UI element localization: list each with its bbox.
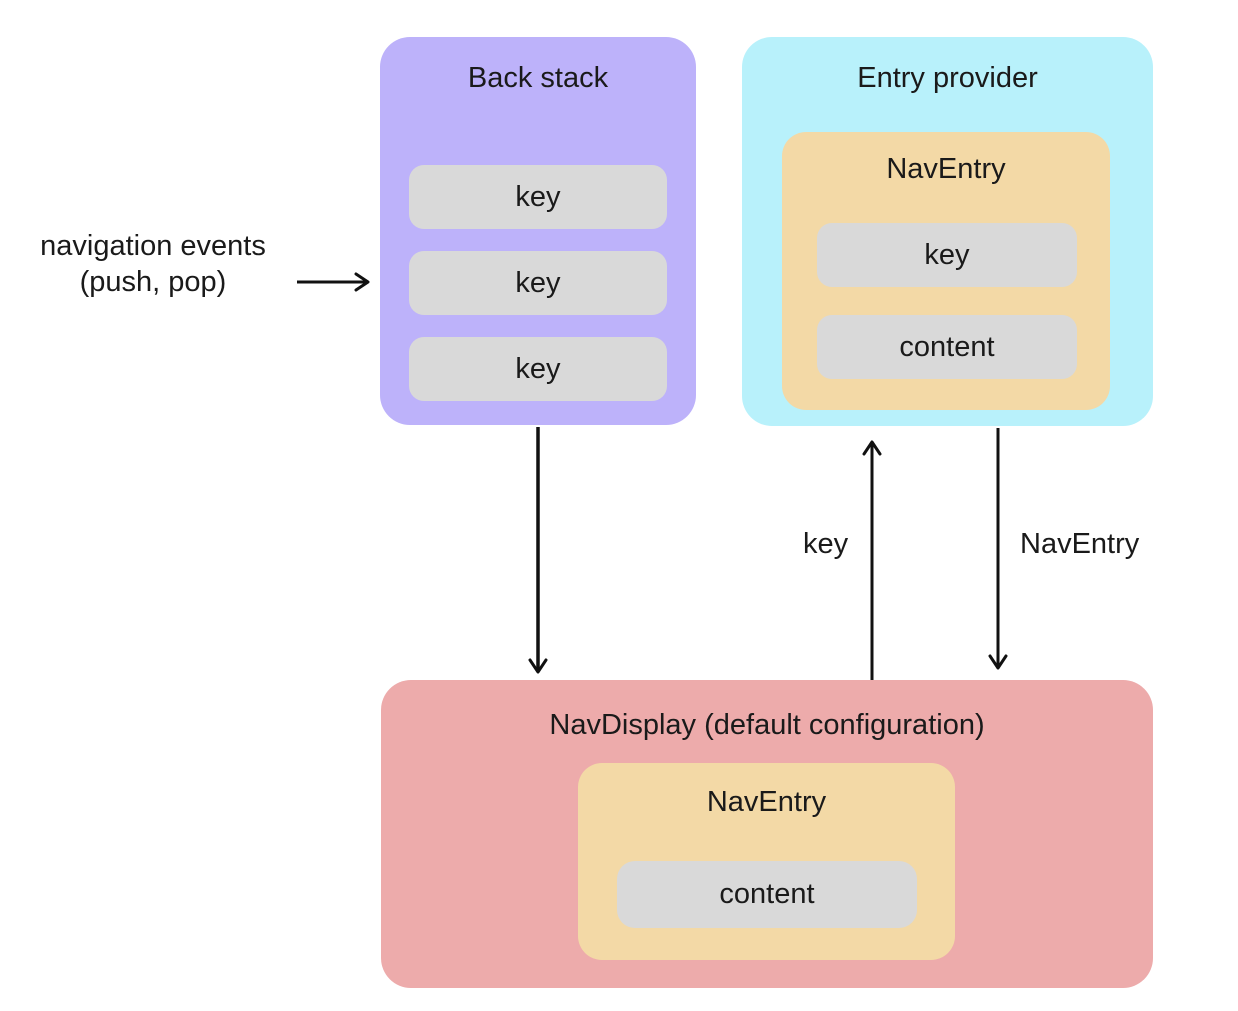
entry-provider-key-item: key — [817, 223, 1077, 287]
navdisplay-box: NavDisplay (default configuration) NavEn… — [381, 680, 1153, 988]
naventry-arrow-label: NavEntry — [1020, 528, 1140, 560]
entry-provider-naventry-box: NavEntry key content — [782, 132, 1110, 410]
back-stack-title: Back stack — [467, 62, 609, 94]
back-stack-key-item: key — [409, 165, 667, 229]
entry-provider-content-item: content — [817, 315, 1077, 379]
entry-provider-naventry-title: NavEntry — [886, 153, 1006, 185]
navigation-events-line2: (push, pop) — [79, 266, 227, 299]
navdisplay-content-item: content — [617, 861, 917, 928]
key-arrow-label: key — [803, 528, 849, 560]
navdisplay-title: NavDisplay (default configuration) — [549, 709, 985, 741]
back-stack-box: Back stack key key key — [380, 37, 696, 425]
back-stack-key-item: key — [409, 251, 667, 315]
entry-provider-box: Entry provider NavEntry key content — [742, 37, 1153, 426]
navigation-events-line1: navigation events — [40, 230, 266, 262]
navdisplay-naventry-box: NavEntry content — [578, 763, 955, 960]
navigation-events-annotation: navigation events (push, pop) — [0, 228, 306, 301]
back-stack-key-list: key key key — [409, 165, 667, 401]
navdisplay-naventry-title: NavEntry — [706, 786, 827, 818]
back-stack-key-item: key — [409, 337, 667, 401]
entry-provider-title: Entry provider — [857, 62, 1038, 94]
